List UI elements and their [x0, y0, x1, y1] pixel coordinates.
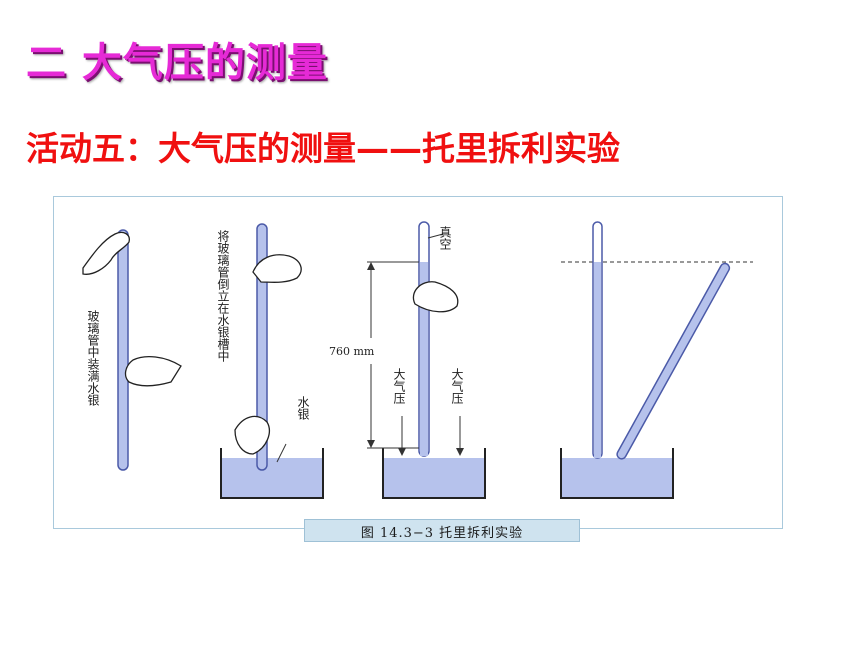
torricelli-experiment-figure: 玻璃管中装满水银 将玻璃管倒立在水银槽中 水银 真空 760 mm 大气压 大气…	[53, 196, 783, 529]
section-heading: 二 大气压的测量	[26, 40, 328, 86]
tilted-tube	[616, 262, 731, 460]
hand-icon	[234, 415, 270, 455]
pointer-line	[427, 233, 444, 239]
activity-title: 活动五：大气压的测量——托里拆利实验	[26, 129, 620, 168]
label-fill-tube: 玻璃管中装满水银	[86, 310, 100, 406]
panel-invert-tube: 将玻璃管倒立在水银槽中 水银	[216, 223, 324, 499]
hand-icon	[124, 355, 182, 387]
label-vacuum: 真空	[438, 226, 452, 250]
mercury-pool	[222, 458, 322, 497]
mercury-column	[594, 262, 601, 458]
mercury-pool	[562, 458, 672, 497]
pointer-line	[276, 443, 287, 463]
mercury-trough	[560, 448, 674, 499]
hand-icon	[252, 254, 302, 283]
mercury-column	[420, 262, 428, 456]
panel-measurement: 真空 760 mm 大气压 大气压	[329, 221, 486, 499]
label-mercury: 水银	[296, 396, 310, 420]
figure-caption: 图 14.3−3 托里拆利实验	[304, 519, 580, 542]
hand-icon	[412, 281, 459, 313]
label-atm-left: 大气压	[392, 368, 406, 404]
caption-text: 图 14.3−3 托里拆利实验	[360, 526, 524, 541]
mercury-trough	[382, 448, 486, 499]
label-invert-tube: 将玻璃管倒立在水银槽中	[216, 230, 230, 362]
glass-tube	[117, 229, 129, 471]
glass-tube	[256, 223, 268, 471]
panel-fill-tube: 玻璃管中装满水银	[82, 229, 182, 471]
mercury-pool	[384, 458, 484, 497]
hand-icon	[82, 231, 130, 275]
mercury-trough	[220, 448, 324, 499]
panel-tilted-tube	[560, 221, 753, 499]
label-atm-right: 大气压	[450, 368, 464, 404]
label-height: 760 mm	[329, 345, 375, 358]
